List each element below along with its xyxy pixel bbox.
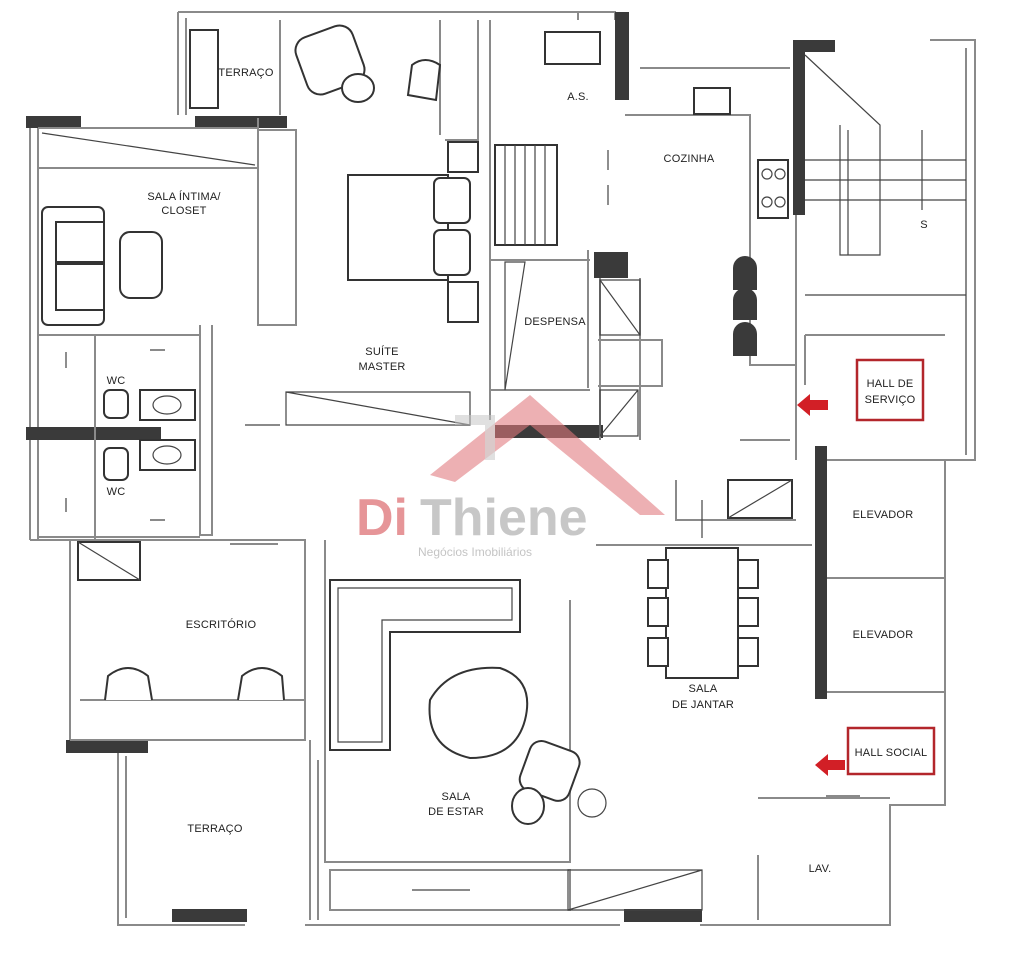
hall-social-arrow [815,754,845,776]
room-label-terraco-bottom: TERRAÇO [187,823,242,835]
room-label-closet: CLOSET [161,205,206,217]
watermark: Di Thiene Negócios Imobiliários [356,395,665,559]
watermark-brand-thiene: Thiene [420,489,588,547]
room-label-de-estar: DE ESTAR [428,806,484,818]
room-label-wc-lower: WC [107,486,126,498]
watermark-tagline: Negócios Imobiliários [418,545,532,559]
room-label-as: A.S. [567,91,589,103]
room-label-servico: SERVIÇO [865,394,916,406]
hall-servico-arrow [797,394,828,416]
room-label-master: MASTER [358,361,405,373]
room-label-terraco-top: TERRAÇO [218,67,273,79]
room-label-wc-upper: WC [107,375,126,387]
watermark-brand-di: Di [356,489,408,547]
hall-markers [797,358,936,776]
room-label-escritorio: ESCRITÓRIO [186,618,257,631]
furniture [41,24,793,911]
room-label-elevador-2: ELEVADOR [853,629,914,641]
staircase [804,54,966,296]
room-label-hall-social: HALL SOCIAL [855,747,928,759]
doors [65,150,860,797]
hall-social-box [846,726,936,776]
room-label-lav: LAV. [809,863,832,875]
room-label-cozinha: COZINHA [664,153,715,165]
room-label-sala-estar: SALA [442,791,471,803]
room-label-despensa: DESPENSA [524,316,586,328]
stair-direction-label: S [920,219,928,231]
watermark-roof-icon [430,395,665,515]
room-label-hall-de: HALL DE [867,378,914,390]
room-label-suite: SUÍTE [365,345,398,358]
hall-servico-box [855,358,925,422]
room-label-elevador-1: ELEVADOR [853,509,914,521]
room-label-sala-intima: SALA ÍNTIMA/ [147,190,221,203]
structural-walls [26,12,835,922]
room-labels: TERRAÇO SALA ÍNTIMA/ CLOSET SUÍTE MASTER… [107,67,928,875]
room-label-de-jantar: DE JANTAR [672,699,734,711]
room-label-sala-jantar: SALA [689,683,718,695]
